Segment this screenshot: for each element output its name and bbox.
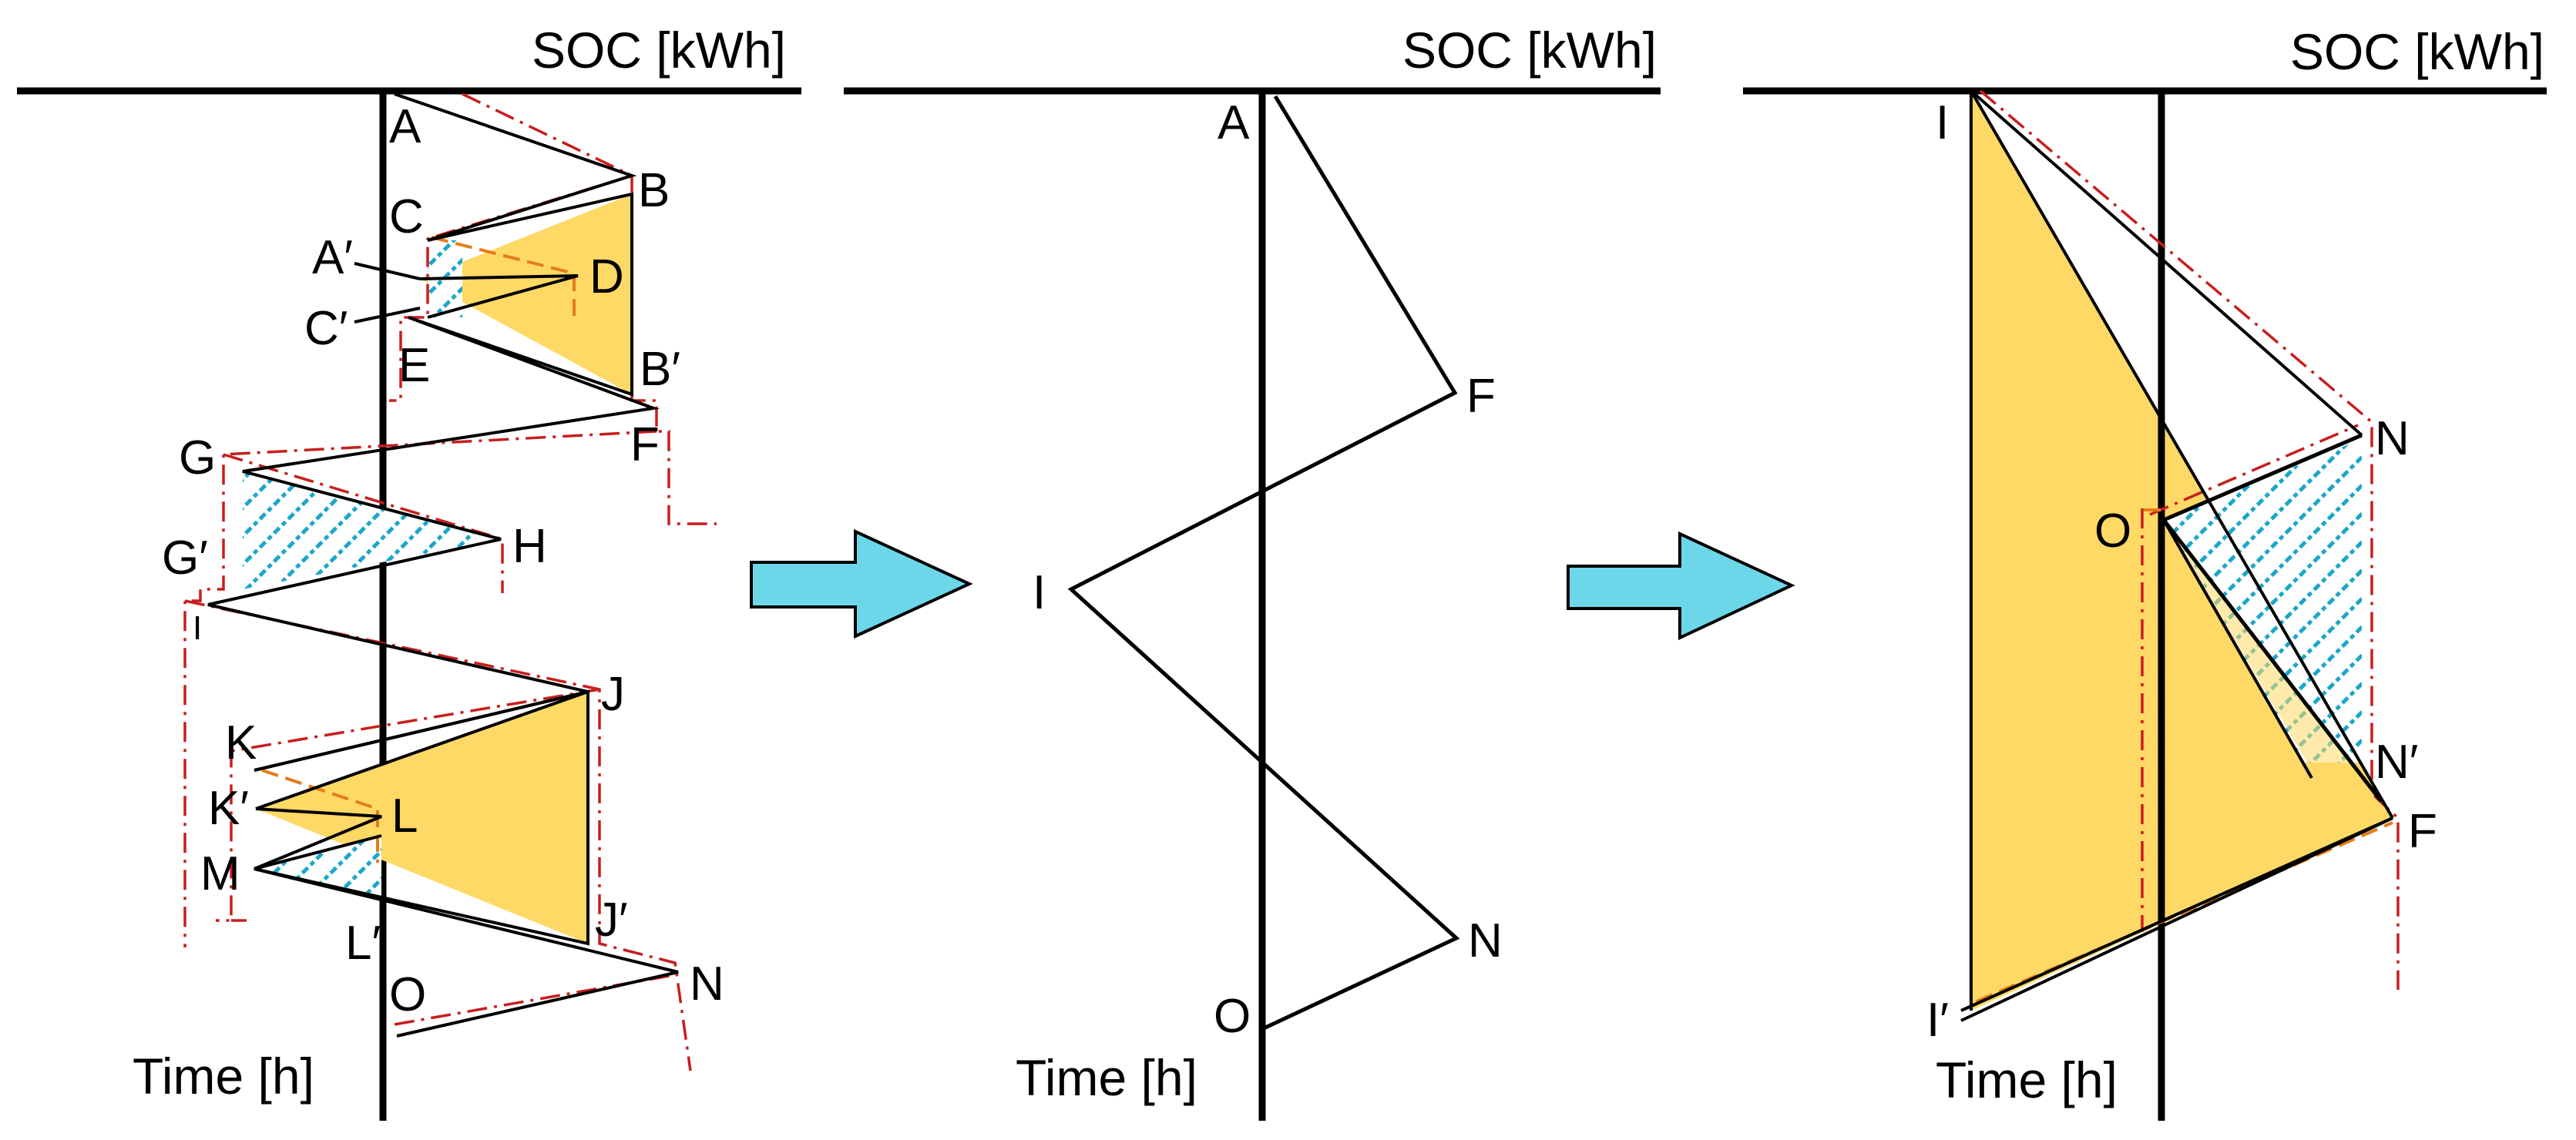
point-label: C′ xyxy=(304,302,348,355)
point-label: M xyxy=(200,847,240,900)
soc-path xyxy=(254,807,382,870)
leader-line xyxy=(354,307,421,324)
point-label: F xyxy=(1466,370,1496,423)
point-label: O xyxy=(2094,505,2131,558)
point-label: K xyxy=(225,716,257,770)
soc-path xyxy=(1970,89,2363,437)
soc-axis-label: SOC [kWh] xyxy=(532,22,786,79)
dashdot-line xyxy=(216,688,600,922)
dashdot-line xyxy=(389,174,633,402)
point-label: L′ xyxy=(345,917,381,970)
time-axis-label: Time [h] xyxy=(1936,1051,2118,1108)
soc-path xyxy=(254,690,589,810)
point-label: I xyxy=(1033,566,1046,619)
dashed-line xyxy=(431,236,576,324)
dashdot-line xyxy=(184,599,692,1071)
panel-3: SOC [kWh] Time [h] I N O N′ F I′ xyxy=(1743,23,2547,1121)
charge-region xyxy=(256,692,588,944)
panel-2: SOC [kWh] Time [h] A F I N O xyxy=(844,22,1661,1121)
soc-path xyxy=(207,92,679,1038)
point-label: I xyxy=(193,609,202,647)
point-label: A xyxy=(1217,96,1250,149)
point-label: I xyxy=(1936,96,1949,149)
point-label: C xyxy=(389,190,424,243)
point-label: D xyxy=(589,250,624,303)
point-label: N xyxy=(690,957,724,1011)
point-label: N′ xyxy=(2375,736,2418,789)
right-arrow-icon xyxy=(750,528,973,639)
point-label: J′ xyxy=(595,894,628,947)
time-axis-label: Time [h] xyxy=(1016,1049,1197,1106)
dashdot-line xyxy=(2149,424,2359,516)
point-label: A′ xyxy=(312,231,353,284)
point-label: F xyxy=(2408,805,2437,858)
point-label: F xyxy=(630,418,660,471)
time-axis-label: Time [h] xyxy=(133,1048,314,1105)
right-arrow-icon xyxy=(1567,531,1795,641)
point-label: G xyxy=(179,431,216,484)
point-label: O xyxy=(389,968,426,1021)
point-label: B′ xyxy=(640,343,680,396)
point-label: N xyxy=(2375,412,2410,465)
soc-path xyxy=(419,274,579,319)
point-label: O xyxy=(1214,990,1251,1043)
charge-region xyxy=(420,194,632,394)
point-label: N xyxy=(1468,914,1503,967)
soc-path xyxy=(1960,816,2393,1012)
point-label: E xyxy=(398,339,430,392)
point-label: K′ xyxy=(208,782,249,835)
soc-axis-label: SOC [kWh] xyxy=(2290,23,2544,80)
point-label: I′ xyxy=(1926,994,1949,1047)
dashed-line xyxy=(261,769,379,863)
soc-axis-label: SOC [kWh] xyxy=(1402,22,1657,79)
point-label: G′ xyxy=(162,531,208,585)
soc-path xyxy=(2162,519,2313,779)
soc-path xyxy=(1067,95,1460,1031)
point-label: B xyxy=(638,164,670,217)
discharge-region xyxy=(243,471,501,589)
point-label: L xyxy=(391,790,418,843)
dashdot-line xyxy=(1979,89,2400,990)
point-label: H xyxy=(512,520,547,573)
soc-path xyxy=(1970,89,2394,820)
panel-1: SOC [kWh] Time [h] A B C A′ D xyxy=(17,22,801,1121)
discharge-region xyxy=(254,836,381,901)
point-label: A xyxy=(389,100,421,153)
point-label: J xyxy=(601,668,625,721)
leader-line xyxy=(354,262,421,280)
